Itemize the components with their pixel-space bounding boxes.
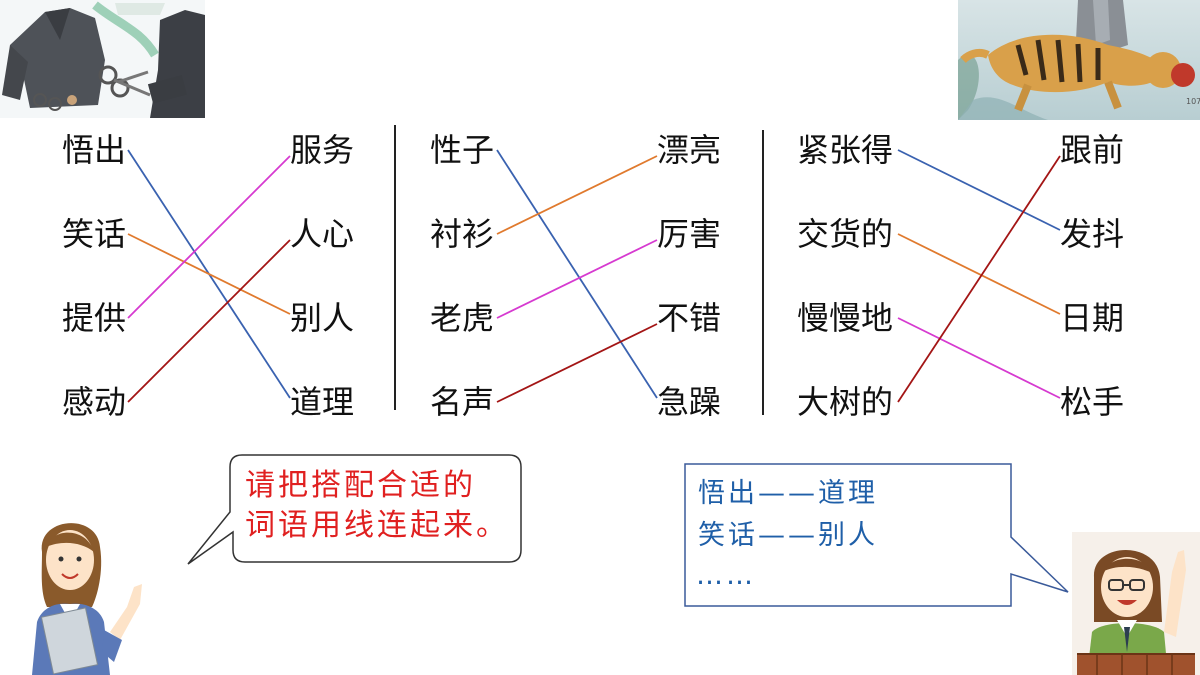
group2-left-word[interactable]: 名声 bbox=[430, 383, 495, 421]
teacher-speech-bubble bbox=[187, 454, 522, 565]
group3-right-word[interactable]: 日期 bbox=[1060, 299, 1125, 337]
group1-left-word[interactable]: 悟出 bbox=[62, 131, 127, 169]
match-line bbox=[127, 239, 291, 403]
group1-left-word[interactable]: 提供 bbox=[62, 299, 127, 337]
match-line bbox=[897, 317, 1061, 399]
group3-right-word[interactable]: 跟前 bbox=[1060, 131, 1125, 169]
group1-right-word[interactable]: 服务 bbox=[290, 131, 355, 169]
match-line bbox=[897, 233, 1061, 315]
group3-left-word[interactable]: 大树的 bbox=[797, 383, 894, 421]
match-line bbox=[127, 233, 291, 315]
student-avatar bbox=[1072, 532, 1200, 675]
group3-left-word[interactable]: 慢慢地 bbox=[797, 299, 894, 337]
tiger-illustration: 107 bbox=[958, 0, 1200, 120]
group2-left-word[interactable]: 衬衫 bbox=[430, 215, 495, 253]
group1-right-word[interactable]: 人心 bbox=[290, 215, 355, 253]
group2-right-word[interactable]: 厉害 bbox=[657, 215, 722, 253]
match-line bbox=[127, 155, 291, 319]
teacher-bubble-line1: 请把搭配合适的 bbox=[245, 468, 476, 503]
group2-right-word[interactable]: 漂亮 bbox=[657, 131, 722, 169]
group3-right-word[interactable]: 发抖 bbox=[1060, 215, 1125, 253]
group2-right-word[interactable]: 急躁 bbox=[657, 383, 722, 421]
student-speech-bubble bbox=[684, 463, 1069, 607]
group1-left-word[interactable]: 感动 bbox=[62, 383, 127, 421]
page-number: 107 bbox=[1186, 97, 1200, 106]
group2-left-word[interactable]: 老虎 bbox=[430, 299, 495, 337]
match-line bbox=[496, 323, 658, 403]
group3-left-word[interactable]: 紧张得 bbox=[797, 131, 894, 169]
group1-left-word[interactable]: 笑话 bbox=[62, 215, 127, 253]
match-line bbox=[496, 239, 658, 319]
teacher-bubble-line2: 词语用线连起来。 bbox=[245, 508, 509, 543]
match-line bbox=[496, 149, 658, 399]
divider-1 bbox=[394, 125, 396, 410]
group2-left-word[interactable]: 性子 bbox=[430, 131, 495, 169]
match-line bbox=[897, 155, 1061, 403]
match-line bbox=[897, 149, 1061, 231]
teacher-avatar bbox=[22, 512, 147, 675]
group3-left-word[interactable]: 交货的 bbox=[797, 215, 894, 253]
group1-right-word[interactable]: 道理 bbox=[290, 383, 355, 421]
answer-line1: 悟出——道理 bbox=[698, 478, 878, 509]
group2-right-word[interactable]: 不错 bbox=[657, 299, 722, 337]
match-line bbox=[496, 155, 658, 235]
answer-line2: 笑话——别人 bbox=[698, 520, 878, 551]
divider-2 bbox=[762, 130, 764, 415]
group1-right-word[interactable]: 别人 bbox=[290, 299, 355, 337]
group3-right-word[interactable]: 松手 bbox=[1060, 383, 1125, 421]
answer-ellipsis: …… bbox=[696, 560, 756, 591]
clothes-sewing-illustration bbox=[0, 0, 205, 118]
